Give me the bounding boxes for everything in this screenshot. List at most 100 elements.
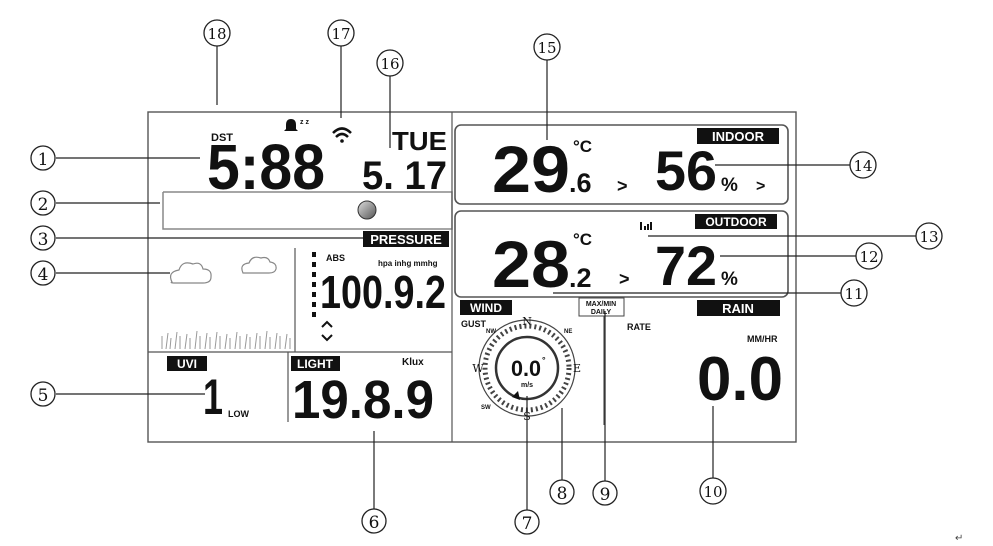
- svg-text:1: 1: [38, 150, 49, 170]
- svg-text:15: 15: [537, 39, 556, 57]
- maxmin-daily-box: [578, 297, 625, 317]
- uvi-value: 1: [203, 369, 223, 425]
- wind-gust: GUST: [461, 319, 487, 329]
- callout-17: 17: [327, 19, 355, 47]
- compass-sw: SW: [481, 405, 491, 411]
- paragraph-mark: ↵: [955, 533, 963, 544]
- svg-text:12: 12: [859, 248, 878, 266]
- svg-text:z z: z z: [300, 119, 309, 126]
- grass-icon: [161, 330, 291, 350]
- indoor-temp-unit: °C: [573, 137, 592, 156]
- pressure-label-bg: [363, 231, 449, 247]
- indoor-label-bg: [697, 128, 779, 144]
- outdoor-temp-unit: °C: [573, 230, 592, 249]
- uvi-label-bg: [167, 356, 207, 371]
- callout-11: 11: [840, 279, 868, 307]
- outdoor-label: OUTDOOR: [705, 215, 767, 229]
- compass-nw: NW: [486, 329, 496, 335]
- indoor-temp-decimal: .6: [569, 168, 592, 198]
- svg-text:18: 18: [207, 25, 226, 43]
- date-digits: 5. 17: [362, 154, 447, 198]
- svg-text:13: 13: [919, 228, 938, 246]
- rain-label-bg: [697, 300, 780, 316]
- display-frame: [147, 111, 797, 443]
- svg-text:4: 4: [38, 265, 49, 285]
- outdoor-label-bg: [695, 214, 777, 229]
- wind-label: WIND: [470, 301, 502, 315]
- callout-6: 6: [361, 508, 387, 534]
- indoor-humidity-unit: %: [721, 175, 738, 196]
- compass-n: N: [522, 315, 532, 328]
- moon-phase-icon: [357, 200, 377, 220]
- indoor-humidity-arrow: >: [756, 178, 765, 195]
- svg-text:14: 14: [853, 157, 872, 175]
- rain-label: RAIN: [722, 301, 754, 316]
- callout-5: 5: [30, 381, 56, 407]
- svg-text:17: 17: [331, 25, 350, 43]
- svg-text:7: 7: [522, 514, 533, 534]
- outdoor-panel: [454, 210, 789, 298]
- svg-text:16: 16: [380, 55, 399, 73]
- pressure-trend-bars: [312, 252, 316, 317]
- svg-text:3: 3: [38, 230, 49, 250]
- indoor-temp-arrow: >: [617, 176, 628, 196]
- callout-8: 8: [549, 479, 575, 505]
- callout-10: 10: [699, 477, 727, 505]
- wind-unit: m/s: [521, 382, 533, 389]
- rain-unit: MM/HR: [747, 334, 778, 344]
- svg-text:5: 5: [38, 386, 49, 406]
- time-digits: 5:88: [207, 131, 325, 203]
- light-label-bg: [291, 356, 340, 371]
- alarm-bell-icon: z z: [284, 119, 309, 131]
- callout-4: 4: [30, 260, 56, 286]
- pressure-units: hpa inhg mmhg: [378, 259, 438, 268]
- outdoor-humidity-unit: %: [721, 269, 738, 290]
- dst-indicator: DST: [211, 132, 233, 144]
- pressure-label: PRESSURE: [370, 232, 442, 247]
- indoor-temp-main: 29: [492, 132, 570, 206]
- wind-degree: °: [542, 355, 546, 365]
- rain-value: 0.0: [697, 345, 783, 414]
- svg-text:10: 10: [703, 483, 722, 501]
- pressure-trend-arrow-icon: [321, 320, 333, 342]
- callout-12: 12: [855, 242, 883, 270]
- light-label: LIGHT: [297, 357, 334, 371]
- wifi-icon: [332, 127, 352, 143]
- uvi-level: LOW: [228, 409, 249, 419]
- cloud-icon-small: [241, 256, 277, 274]
- callout-14: 14: [849, 151, 877, 179]
- svg-text:8: 8: [557, 484, 568, 504]
- callout-1: 1: [30, 145, 56, 171]
- wind-label-bg: [460, 300, 512, 315]
- maxmin-line2: DAILY: [591, 309, 612, 316]
- wind-speed-value: 0.0: [511, 356, 541, 381]
- compass-w: W: [472, 362, 484, 375]
- callout-16: 16: [376, 49, 404, 77]
- cloud-icon: [169, 262, 212, 284]
- compass-e: E: [573, 362, 581, 375]
- weekday: TUE: [392, 126, 447, 156]
- light-value: 19.8.9: [292, 370, 434, 430]
- callout-15: 15: [533, 33, 561, 61]
- callout-13: 13: [915, 222, 943, 250]
- compass-ne: NE: [564, 329, 572, 335]
- svg-text:9: 9: [600, 485, 611, 505]
- rain-rate: RATE: [627, 322, 651, 332]
- svg-text:11: 11: [844, 285, 863, 303]
- outdoor-temp-arrow: >: [619, 269, 630, 289]
- light-unit: Klux: [402, 357, 424, 368]
- maxmin-line1: MAX/MIN: [586, 301, 616, 308]
- outdoor-temp-decimal: .2: [569, 263, 592, 293]
- callout-9: 9: [592, 480, 618, 506]
- indoor-label: INDOOR: [712, 129, 765, 144]
- outdoor-humidity: 72: [655, 234, 717, 297]
- callout-7: 7: [514, 509, 540, 535]
- indoor-humidity: 56: [655, 139, 717, 202]
- outdoor-temp-main: 28: [492, 227, 570, 301]
- uvi-label: UVI: [177, 357, 197, 371]
- svg-text:2: 2: [38, 195, 49, 215]
- pressure-abs: ABS: [326, 253, 345, 263]
- callout-2: 2: [30, 190, 56, 216]
- callout-leader-lines: [56, 46, 916, 510]
